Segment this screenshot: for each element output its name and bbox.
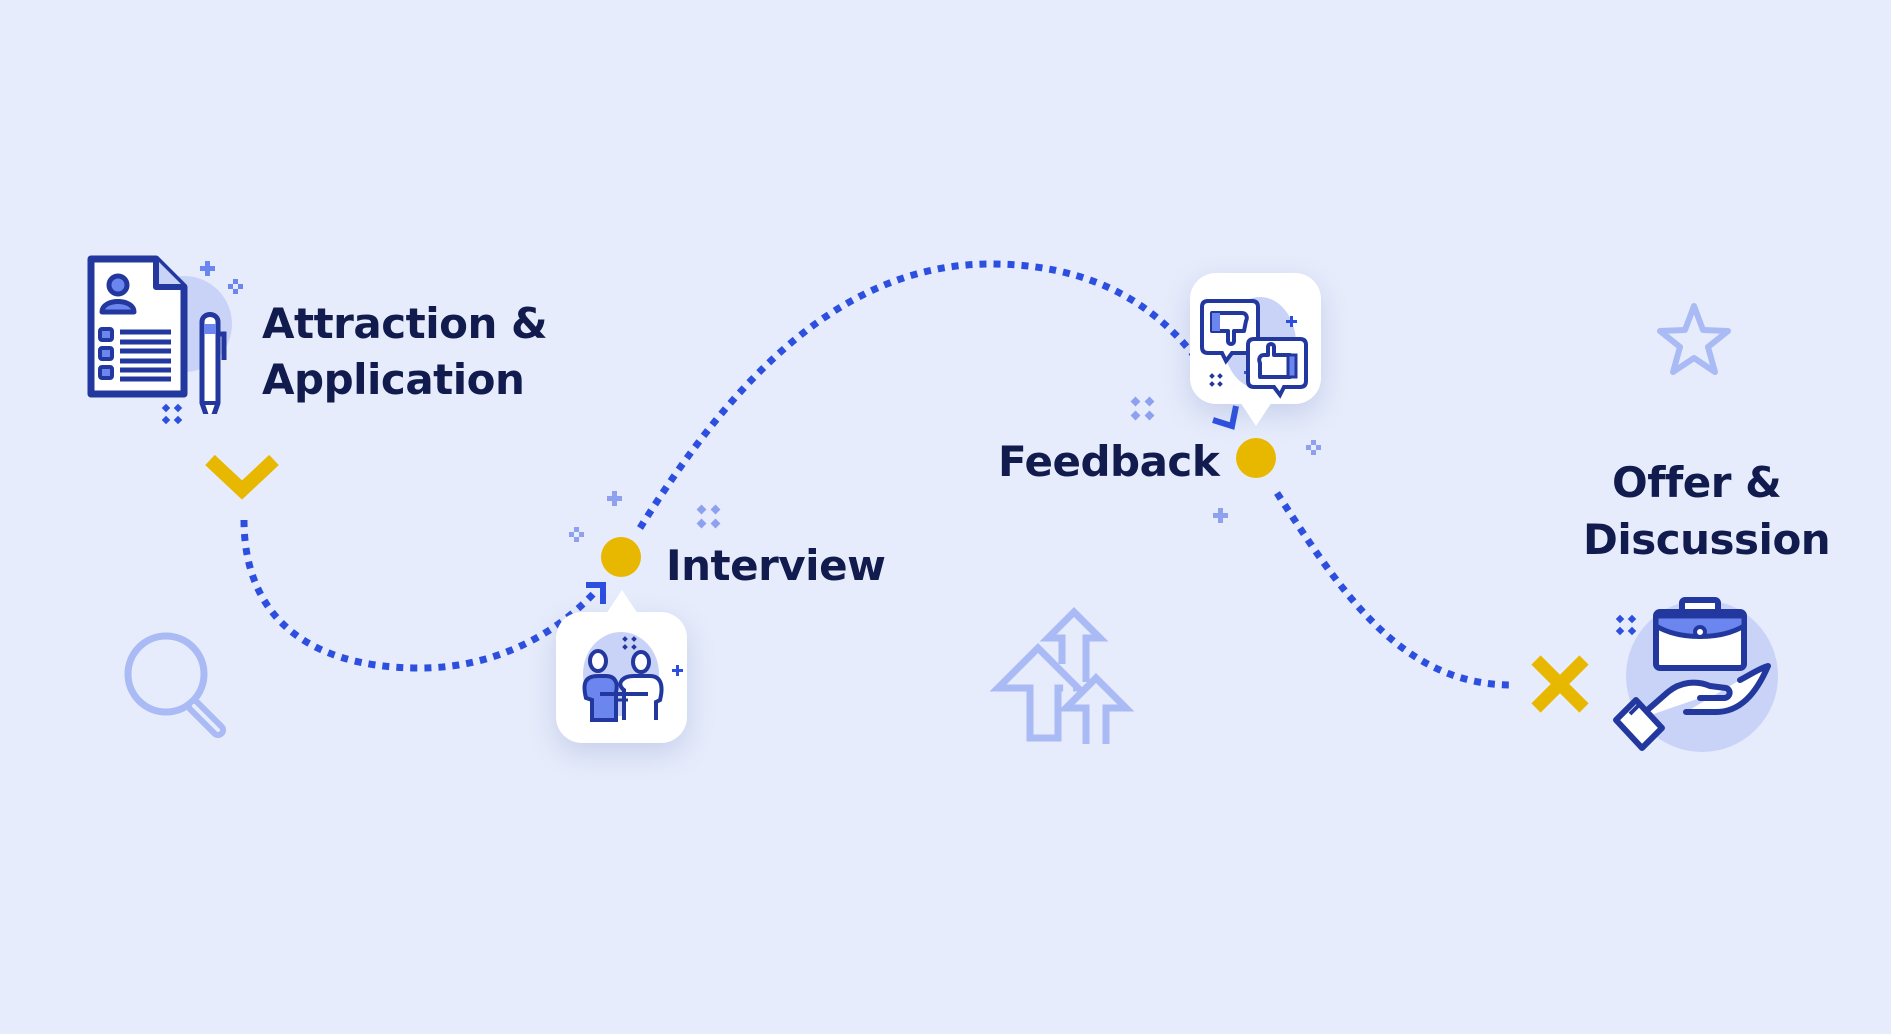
stage-attraction-title-line2: Application <box>262 355 525 404</box>
stage-feedback-title: Feedback <box>998 437 1220 486</box>
interview-card <box>556 590 687 743</box>
stage-offer-title-line1: Offer & <box>1612 458 1782 507</box>
up-arrows-icon <box>990 607 1135 744</box>
path-segment-interview-to-feedback <box>637 260 1218 530</box>
stage-offer-title-line2: Discussion <box>1583 515 1831 564</box>
feedback-card <box>1190 273 1321 426</box>
feedback-bracket <box>1212 405 1239 430</box>
feedback-marker-dot <box>1236 438 1276 478</box>
thumbs-up-down-chat-icon <box>1200 297 1308 399</box>
path-segment-feedback-to-offer <box>1274 491 1513 689</box>
resume-document-icon <box>87 255 232 414</box>
interview-marker-dot <box>601 537 641 577</box>
interview-bracket <box>586 582 606 604</box>
magnifier-icon <box>124 632 226 738</box>
briefcase-in-hand-icon <box>1613 597 1778 752</box>
x-mark-icon <box>1531 655 1589 713</box>
stage-attraction-title-line1: Attraction & <box>262 299 548 348</box>
two-people-interview-icon <box>582 632 683 722</box>
star-icon <box>1657 303 1731 375</box>
path-segment-attraction-to-interview <box>240 519 598 672</box>
stage-interview-title: Interview <box>666 541 886 590</box>
chevron-down-icon <box>205 454 279 500</box>
